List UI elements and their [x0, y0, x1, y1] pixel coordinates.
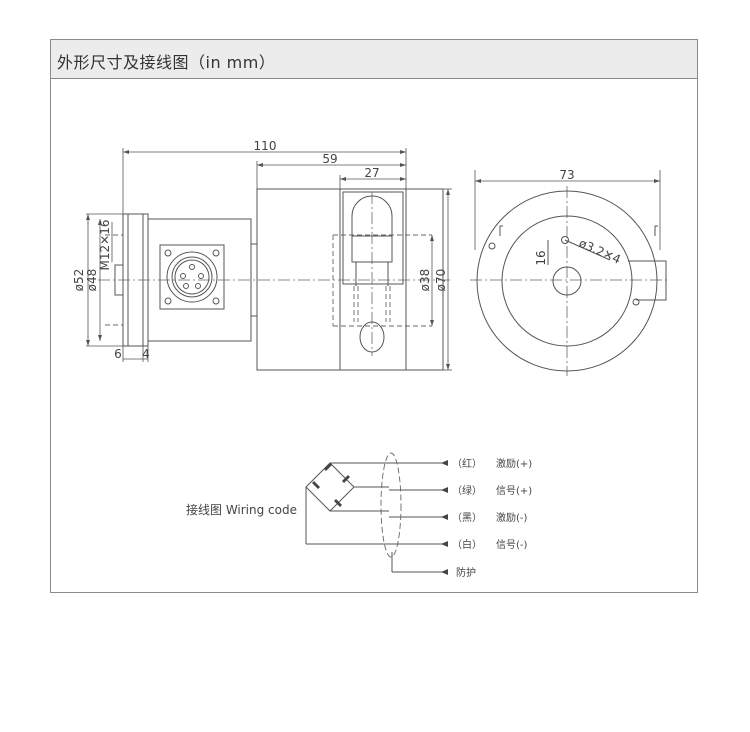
- panel-header: 外形尺寸及接线图（in mm）: [51, 40, 697, 79]
- dim-27: 27: [364, 166, 379, 180]
- dim-110: 110: [254, 139, 277, 153]
- front-outer-circle: [476, 190, 658, 372]
- dim-4: 4: [142, 347, 150, 361]
- dim-73: 73: [559, 168, 574, 182]
- drawing-panel: 外形尺寸及接线图（in mm）: [50, 39, 698, 593]
- wire-color-red: （红）: [452, 457, 482, 470]
- wire-shield: 防护: [456, 566, 476, 579]
- dim-16: 16: [534, 250, 548, 265]
- dim-hole: ø3.2✕4: [577, 236, 623, 267]
- dim-phi48: ø48: [85, 269, 99, 292]
- dim-6: 6: [114, 347, 122, 361]
- wire-signal-white: 信号(-): [496, 539, 528, 551]
- front-shaft-circle: [552, 266, 582, 296]
- dim-phi52: ø52: [72, 269, 86, 292]
- wire-color-green: （绿）: [452, 484, 482, 497]
- dim-59: 59: [322, 152, 337, 166]
- wiring-label: 接线图 Wiring code: [186, 502, 297, 517]
- window-slot: [342, 191, 404, 285]
- dim-phi38: ø38: [418, 269, 432, 292]
- wire-color-white: （白）: [452, 538, 482, 551]
- wire-color-black: （黑）: [452, 512, 482, 524]
- main-body: [256, 188, 444, 371]
- wire-signal-red: 激励(+): [496, 457, 532, 470]
- panel-title: 外形尺寸及接线图（in mm）: [57, 53, 276, 72]
- bridge-diamond: [305, 462, 355, 512]
- wire-signal-green: 信号(+): [496, 485, 532, 497]
- shield-ellipse: [380, 452, 402, 558]
- front-inner-circle: [501, 215, 633, 347]
- dim-phi70: ø70: [434, 269, 448, 292]
- dim-m12: M12✕16: [98, 220, 112, 271]
- wire-signal-black: 激励(-): [496, 511, 528, 524]
- connector-outer-ring: [166, 251, 218, 303]
- connector-plate: [159, 244, 225, 310]
